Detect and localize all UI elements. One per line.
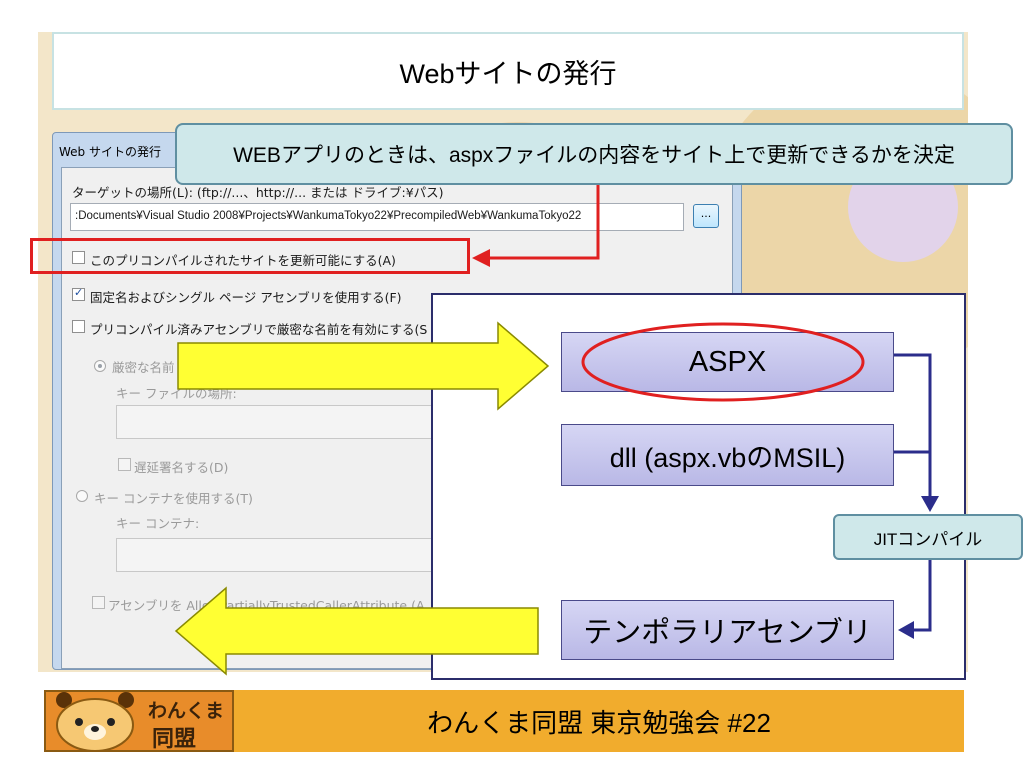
temp-assembly-label: テンポラリアセンブリ (583, 617, 872, 649)
updatable-checkbox[interactable] (72, 251, 85, 264)
allow-partial-checkbox[interactable] (92, 596, 105, 609)
key-container-radio[interactable] (76, 490, 88, 502)
yellow-arrow-right (177, 321, 550, 411)
updatable-highlight-rect (30, 238, 470, 274)
footer-title: わんくま同盟 東京勉強会 #22 (427, 707, 771, 738)
updatable-callout: WEBアプリのときは、aspxファイルの内容をサイト上で更新できるかを決定 (175, 123, 1013, 185)
aspx-highlight-ellipse (581, 322, 865, 402)
strong-names-label: プリコンパイル済みアセンブリで厳密な名前を有効にする(S (90, 322, 428, 337)
flow-arrowhead-left (898, 621, 914, 639)
dialog-title: Web サイトの発行 (59, 145, 161, 159)
target-path-value: :Documents¥Visual Studio 2008¥Projects¥W… (75, 210, 582, 222)
key-container-radio-label: キー コンテナを使用する(T) (94, 491, 253, 506)
flow-arrowhead-down (921, 496, 939, 512)
callout-pointer-arrowhead (472, 249, 490, 267)
callout-text: WEBアプリのときは、aspxファイルの内容をサイト上で更新できるかを決定 (233, 144, 955, 167)
updatable-label: このプリコンパイルされたサイトを更新可能にする(A) (90, 253, 396, 268)
dll-label: dll (aspx.vbのMSIL) (609, 442, 846, 473)
keyfile-radio-label: 厳密な名前 (112, 360, 175, 375)
delay-sign-label: 遅延署名する(D) (134, 460, 229, 475)
aspx-label: ASPX (688, 345, 767, 378)
yellow-arrow-left (174, 586, 539, 676)
keyfile-input[interactable] (116, 405, 432, 439)
target-location-label: ターゲットの場所(L): (ftp://...、http://... または ド… (72, 185, 444, 200)
callout-pointer-line (486, 185, 600, 260)
browse-button[interactable]: ... (693, 204, 719, 228)
jit-label-text: JITコンパイル (873, 529, 983, 549)
wankuma-logo (44, 690, 234, 752)
bear-icon (56, 692, 134, 752)
slide-title: Webサイトの発行 (399, 58, 617, 89)
key-container-label: キー コンテナ: (116, 516, 200, 531)
keyfile-radio[interactable] (94, 360, 106, 372)
flow-line-aspx (894, 353, 932, 500)
target-path-input[interactable]: :Documents¥Visual Studio 2008¥Projects¥W… (70, 203, 684, 231)
jit-compile-label: JITコンパイル (833, 514, 1023, 560)
slide-title-box: Webサイトの発行 (52, 32, 964, 110)
logo-text-line2: 同盟 (152, 727, 197, 752)
flow-line-temp (912, 560, 932, 632)
fixed-names-checkbox[interactable] (72, 286, 85, 301)
dll-box: dll (aspx.vbのMSIL) (561, 424, 894, 486)
temp-assembly-box: テンポラリアセンブリ (561, 600, 894, 660)
logo-text-line1: わんくま (148, 700, 225, 722)
strong-names-checkbox[interactable] (72, 320, 85, 333)
fixed-names-label: 固定名およびシングル ページ アセンブリを使用する(F) (90, 290, 402, 305)
footer-title-box: わんくま同盟 東京勉強会 #22 (234, 690, 964, 752)
key-container-input[interactable] (116, 538, 432, 572)
delay-sign-checkbox[interactable] (118, 458, 131, 471)
